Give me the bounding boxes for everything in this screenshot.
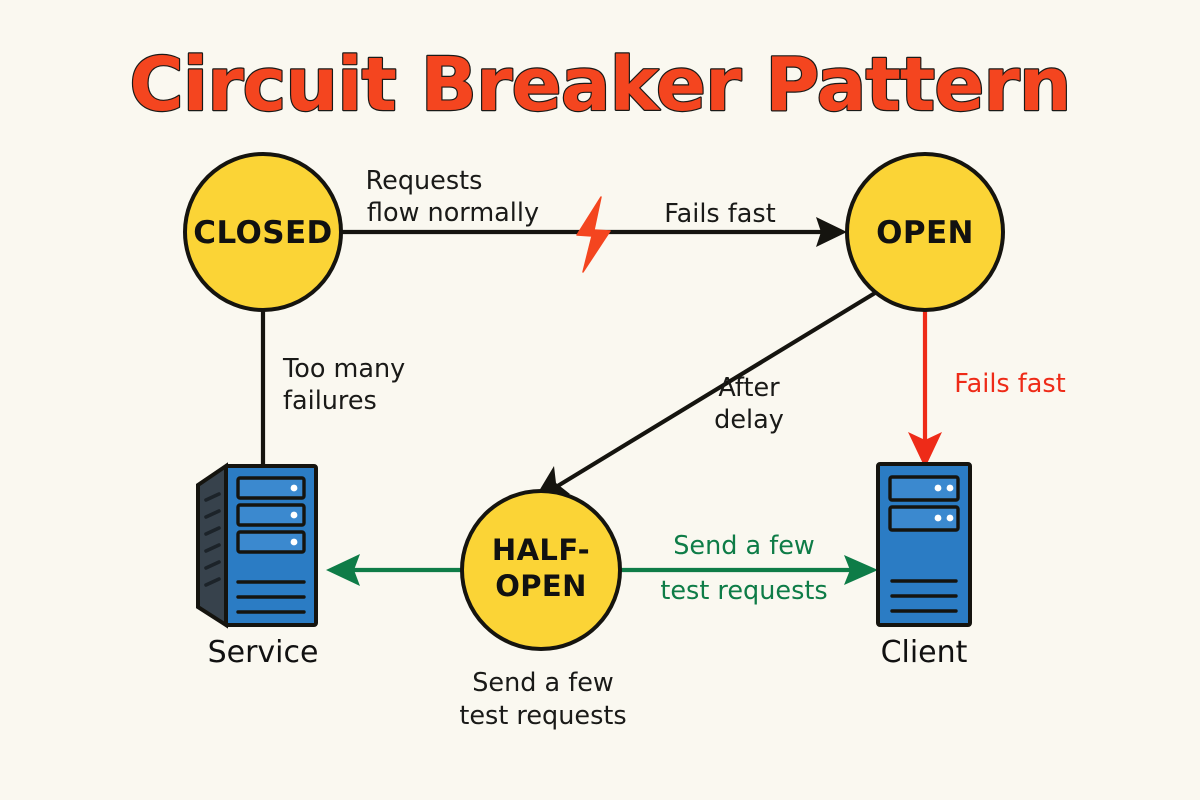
- server-led-icon: [290, 484, 298, 492]
- server-side-panel: [196, 462, 228, 629]
- server-vent-slot: [204, 526, 221, 536]
- edge-half-open-to-service: [326, 554, 462, 586]
- page-title: Circuit Breaker Pattern: [129, 42, 1070, 128]
- label-requests-flow-normally: Requests flow normally: [366, 166, 540, 228]
- node-closed[interactable]: CLOSED: [183, 152, 343, 312]
- server-drive-bay: [236, 530, 306, 554]
- node-half-open-label-line1: HALF-: [492, 533, 590, 567]
- server-led-icon: [290, 511, 298, 519]
- client-led-icon: [934, 484, 942, 492]
- node-half-open[interactable]: HALF- OPEN: [460, 489, 622, 651]
- node-closed-label: CLOSED: [193, 215, 332, 251]
- server-vent-slot: [204, 577, 221, 587]
- edge-half-open-to-client-arrowhead: [844, 555, 878, 585]
- client-drive-bay: [888, 475, 960, 502]
- label-after-delay-line2: delay: [714, 405, 784, 435]
- label-too-many-line1: Too many: [282, 354, 405, 384]
- edge-closed-to-open-arrowhead: [816, 217, 847, 247]
- label-after-delay: After delay: [714, 373, 784, 435]
- client-led-icon: [946, 514, 954, 522]
- edge-half-open-to-service-arrowhead: [326, 554, 360, 586]
- node-open[interactable]: OPEN: [845, 152, 1005, 312]
- edge-open-to-client: [908, 308, 942, 468]
- label-requests-line1: Requests: [366, 166, 483, 196]
- node-half-open-circle[interactable]: [460, 489, 622, 651]
- node-open-label: OPEN: [876, 215, 974, 251]
- edge-open-to-client-arrowhead: [908, 432, 942, 468]
- label-requests-line2: flow normally: [367, 198, 539, 228]
- client-label: Client: [881, 635, 968, 670]
- label-send-black-line1: Send a few: [472, 668, 614, 698]
- label-too-many-line2: failures: [283, 386, 377, 416]
- edge-open-to-half-open: [533, 291, 877, 501]
- server-vent-slot: [204, 543, 221, 553]
- server-drive-bay: [236, 503, 306, 527]
- label-too-many-failures: Too many failures: [282, 354, 405, 416]
- label-send-green-line2: test requests: [660, 576, 827, 606]
- server-box-icon: [876, 462, 972, 627]
- edge-closed-to-open: [341, 196, 847, 273]
- client-front-panel: [876, 462, 972, 627]
- client-led-icon: [934, 514, 942, 522]
- service-label: Service: [208, 635, 319, 670]
- server-vent-slot: [204, 492, 221, 502]
- lightning-bolt-icon: [576, 196, 611, 273]
- label-send-test-requests-black: Send a few test requests: [459, 668, 626, 731]
- server-drive-bay: [236, 476, 306, 500]
- label-after-delay-line1: After: [718, 373, 780, 403]
- client-drive-bay: [888, 505, 960, 532]
- server-led-icon: [290, 538, 298, 546]
- label-send-test-requests-green: Send a few test requests: [660, 531, 827, 606]
- label-send-black-line2: test requests: [459, 701, 626, 731]
- server-vent-slot: [204, 560, 221, 570]
- client-led-icon: [946, 484, 954, 492]
- label-send-green-line1: Send a few: [673, 531, 815, 561]
- server-vent-slot: [204, 509, 221, 519]
- node-open-circle[interactable]: [845, 152, 1005, 312]
- node-closed-circle[interactable]: [183, 152, 343, 312]
- server-tower-icon: [196, 462, 318, 629]
- label-fails-fast-top: Fails fast: [664, 199, 775, 229]
- label-fails-fast-red: Fails fast: [954, 369, 1065, 399]
- edge-open-to-half-open-line: [554, 291, 877, 489]
- node-half-open-label-line2: OPEN: [495, 569, 587, 603]
- edge-half-open-to-client: [620, 555, 878, 585]
